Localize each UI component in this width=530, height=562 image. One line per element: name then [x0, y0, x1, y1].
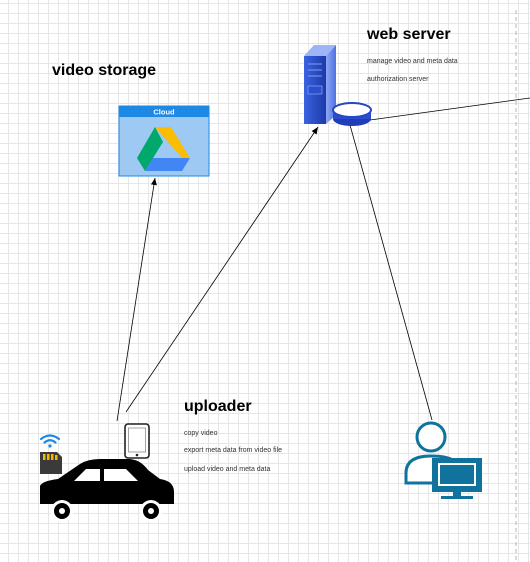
web-server-note-auth: authorization server [367, 76, 429, 83]
video-storage-title: video storage [52, 62, 157, 79]
connector-server-viewer[interactable] [349, 124, 433, 421]
uploader-title: uploader [184, 398, 252, 415]
wifi-icon [39, 434, 61, 448]
uploader-note-export: export meta data from video file [184, 447, 283, 454]
uploader-note-upload: upload video and meta data [184, 466, 271, 473]
cloud-label: Cloud [153, 108, 175, 117]
connector-server-right[interactable] [369, 97, 530, 121]
web-server-note-manage: manage video and meta data [367, 58, 458, 65]
google-drive-icon [137, 127, 190, 171]
connector-uploader-server[interactable] [125, 126, 319, 413]
web-server-title: web server [367, 26, 451, 43]
user-computer-icon[interactable] [404, 421, 482, 499]
sd-card-icon [40, 452, 62, 474]
connector-uploader-storage[interactable] [116, 177, 157, 422]
uploader-note-copy: copy video [184, 430, 218, 437]
server-icon[interactable] [304, 45, 372, 126]
cloud-storage-box[interactable]: Cloud [118, 105, 210, 177]
smartphone-icon [124, 423, 150, 459]
car-icon[interactable] [40, 459, 174, 522]
